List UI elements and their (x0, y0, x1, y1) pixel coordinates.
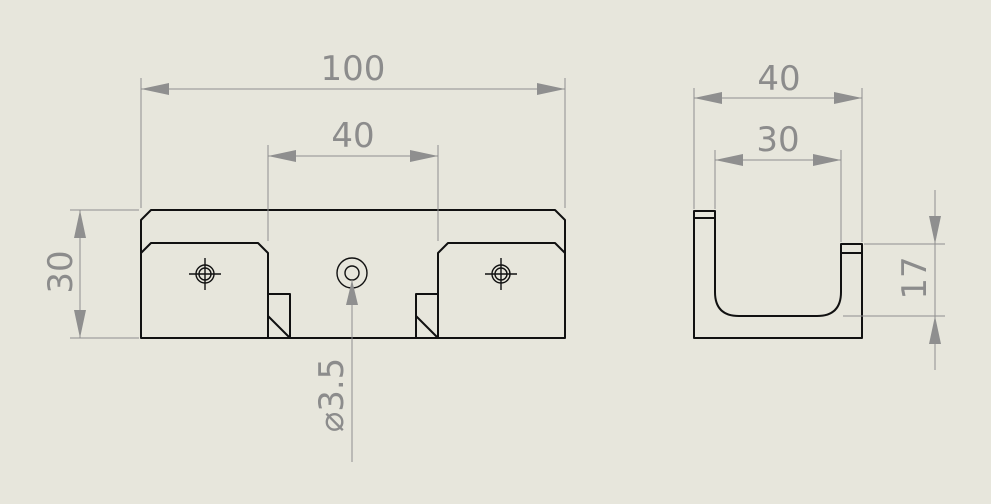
dimension-overall-width: 100 (140, 49, 566, 208)
front-view: 100 40 30 ⌀3.5 (41, 49, 566, 462)
dimension-label: 17 (895, 256, 935, 299)
dimension-center-width: 40 (267, 116, 439, 241)
left-pocket (140, 242, 269, 338)
dimension-height: 30 (41, 209, 139, 339)
dimension-label: ⌀3.5 (312, 358, 352, 433)
dimension-label: 100 (321, 49, 386, 89)
dimension-side-depth: 17 (843, 190, 945, 370)
left-notch (267, 293, 291, 339)
side-view: 40 30 17 (693, 59, 945, 370)
dimension-hole-diameter: ⌀3.5 (312, 280, 358, 462)
right-hole (485, 258, 517, 290)
dimension-label: 30 (41, 250, 81, 293)
dimension-label: 40 (331, 116, 374, 156)
right-notch (415, 293, 439, 339)
dimension-label: 40 (757, 59, 800, 99)
left-hole (189, 258, 221, 290)
dimension-side-overall-width: 40 (693, 59, 863, 242)
dimension-label: 30 (756, 120, 799, 160)
dimension-side-inner-width: 30 (714, 120, 842, 242)
right-pocket (437, 242, 566, 338)
side-view-outline (693, 210, 863, 339)
